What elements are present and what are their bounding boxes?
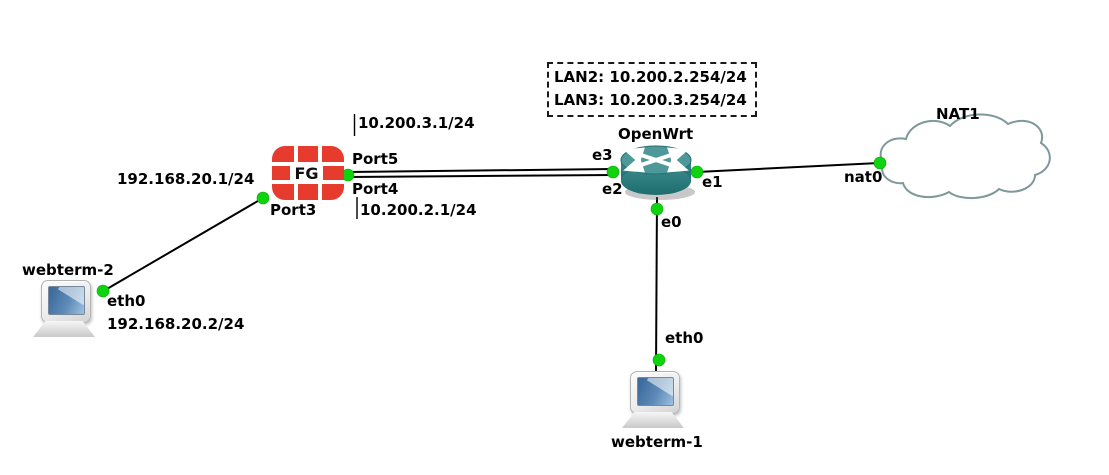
openwrt-e2-label: e2	[602, 180, 623, 198]
screen	[48, 286, 85, 315]
router-icon[interactable]	[614, 142, 698, 204]
link-openwrt-e0-webterm1[interactable]	[655, 196, 658, 373]
fg-port3-label: Port3	[270, 201, 317, 219]
screen	[637, 377, 674, 406]
link-fg-port5-openwrt-e3[interactable]	[347, 168, 614, 173]
link-status-dots	[96, 156, 887, 367]
firewall-bricks	[272, 146, 344, 200]
link-openwrt-e1-nat1[interactable]	[696, 162, 880, 173]
webterm1-name-label: webterm-1	[611, 433, 703, 451]
firewall-icon[interactable]: FG	[272, 146, 344, 200]
router-arrows	[623, 147, 689, 173]
computer-icon-webterm2[interactable]	[33, 280, 95, 338]
openwrt-e1-label: e1	[702, 173, 723, 191]
webterm1-eth0-label: eth0	[665, 329, 704, 347]
link-webterm2-fg[interactable]	[99, 197, 264, 294]
openwrt-e3-label: e3	[592, 146, 613, 164]
computer-icon-webterm1[interactable]	[622, 371, 684, 429]
openwrt-name-label: OpenWrt	[618, 125, 694, 143]
screen-glare	[57, 287, 84, 306]
fg-ip-top-label: 10.200.3.1/24	[358, 114, 475, 132]
lan2-note-line: LAN2: 10.200.2.254/24	[554, 68, 747, 86]
fg-port4-label: Port4	[352, 180, 399, 198]
monitor	[41, 280, 91, 323]
webterm2-name-label: webterm-2	[22, 261, 114, 279]
firewall-label: FG	[294, 164, 318, 183]
nat-cloud-icon[interactable]	[879, 113, 1051, 199]
screen-glare	[646, 378, 673, 397]
fg-ip-bottom-label: 10.200.2.1/24	[360, 201, 477, 219]
monitor	[630, 371, 680, 414]
monitor-base	[33, 321, 95, 337]
webterm2-ip-label: 192.168.20.2/24	[107, 315, 245, 333]
webterm2-eth0-label: eth0	[107, 292, 146, 310]
monitor-base	[622, 412, 684, 428]
fg-port5-label: Port5	[352, 150, 399, 168]
link-fg-port4-openwrt-e2[interactable]	[347, 174, 614, 178]
nat1-name-label: NAT1	[936, 105, 980, 123]
fg-ip-left-label: 192.168.20.1/24	[117, 170, 255, 188]
lan3-note-line: LAN3: 10.200.3.254/24	[554, 91, 747, 109]
lan-note-annotation[interactable]: LAN2: 10.200.2.254/24 LAN3: 10.200.3.254…	[547, 62, 757, 117]
nat1-nat0-label: nat0	[844, 168, 883, 186]
openwrt-e0-label: e0	[661, 213, 682, 231]
